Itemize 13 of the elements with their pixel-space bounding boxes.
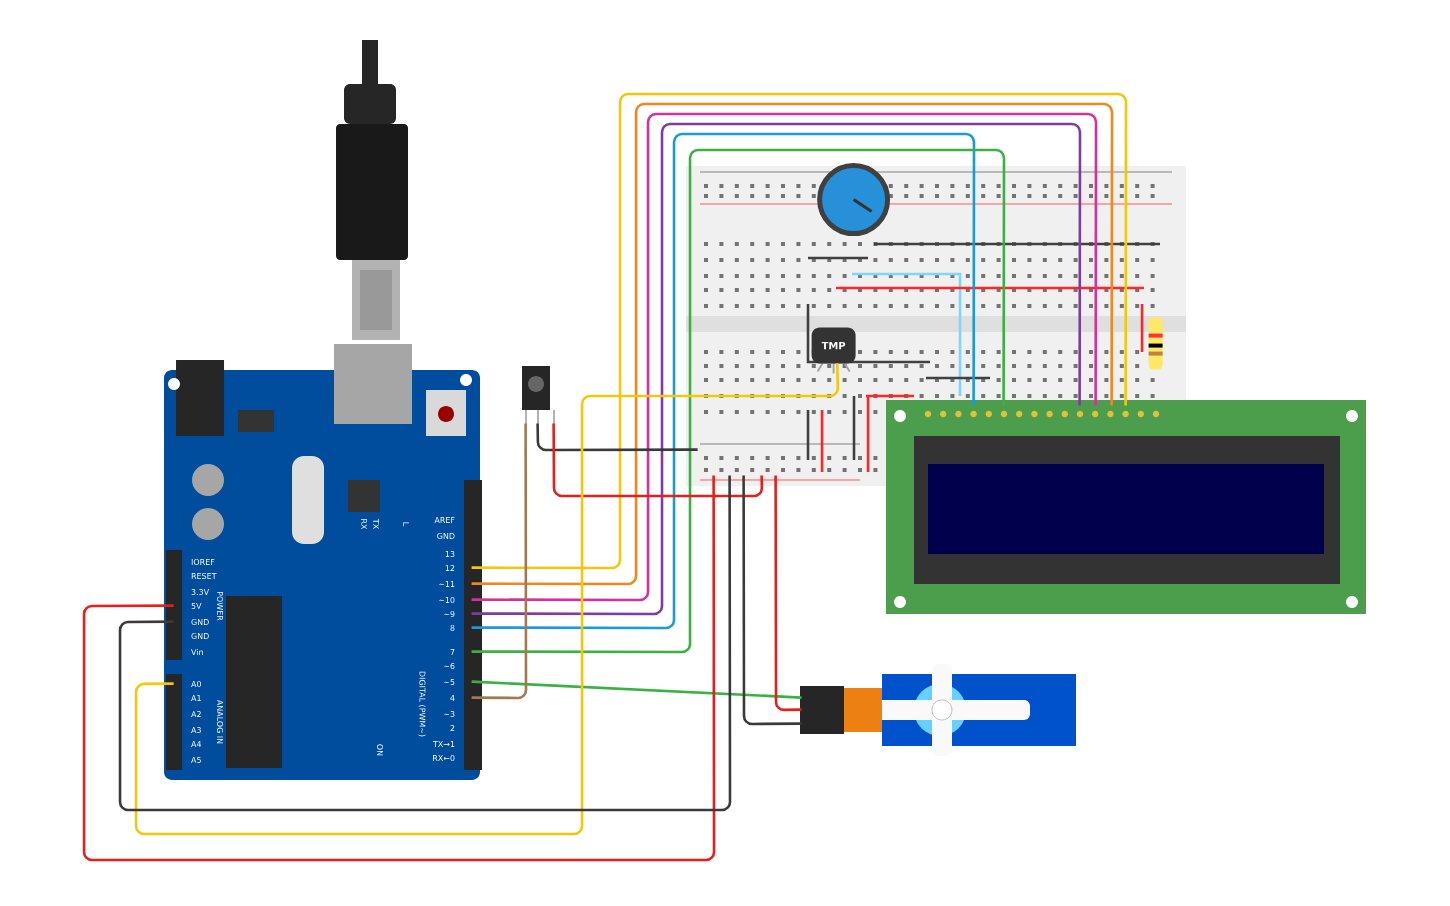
lcd-display — [886, 400, 1366, 614]
wire — [774, 475, 802, 712]
wire — [742, 475, 802, 726]
wire — [82, 475, 716, 862]
potentiometer-knob — [817, 163, 891, 237]
microcontroller-board — [164, 344, 482, 780]
ir-receiver — [522, 366, 555, 425]
wire — [552, 423, 764, 498]
wire — [536, 423, 698, 452]
servo-motor — [800, 664, 1076, 756]
wire — [471, 680, 802, 699]
wire — [471, 423, 528, 700]
wire — [118, 475, 732, 812]
